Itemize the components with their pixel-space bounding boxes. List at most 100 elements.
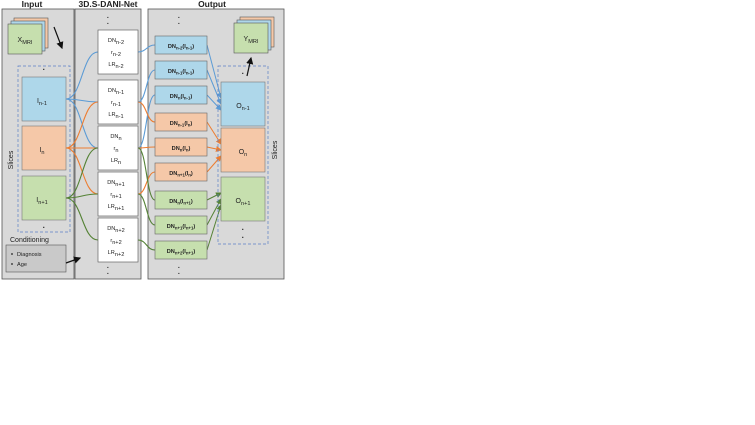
net-to-output-connector [137,44,156,53]
net-block-line: DNn [110,134,121,142]
input-to-net-connector [65,98,99,103]
output-block-label: DNn-1(In-1) [168,69,194,76]
output-to-slice-arrow [206,69,222,105]
output-mri-label: YMRI [244,36,259,45]
input-mri-stack: XMRI [7,17,49,55]
output-mri-arrow [246,56,254,77]
net-block [97,29,139,75]
input-to-net-connector [65,147,99,199]
output-to-slice-arrow [206,146,222,152]
output-block-label: DNn(In-1) [170,94,193,101]
output-slice-box [220,81,266,127]
net-blocks: DNn-2rn-2LRn-2DNn-1rn-1LRn-1DNnrnLRnDNn+… [97,29,139,263]
output-block [154,35,208,55]
output-slice-label: On [239,149,248,158]
output-dots-top: · [178,15,180,22]
net-dots-bottom: · [107,265,109,272]
output-slices-label: Slices [272,140,279,159]
output-block-label: DNn(In) [172,146,191,153]
output-slice-label: On+1 [236,198,251,207]
input-slice-label: In-1 [37,98,47,107]
output-block-label: DNn(In+1) [169,199,193,206]
output-dots-bottom-2: · [178,271,180,278]
conditioning-item-age: Age [17,262,27,268]
architecture-diagram: Input 3D.S-DANI-Net Output XMRI · Slices… [1,0,285,280]
net-block-line: DNn+2 [107,226,125,234]
input-to-net-connector [65,193,99,199]
net-block [97,125,139,171]
net-block-line: rn [114,146,119,154]
output-block-label: DNn-1(In) [170,121,193,128]
net-block [97,79,139,125]
output-slice-box [220,176,266,222]
output-to-slice-arrow [206,121,222,145]
conditioning-box [5,244,67,273]
output-to-slice-arrow [206,155,222,173]
input-slices-label: Slices [8,150,15,169]
net-to-output-connector [137,94,156,149]
output-to-slice-arrow [206,192,222,201]
output-block [154,240,208,260]
net-block-line: rn-1 [111,100,121,108]
input-slice-box [21,125,67,171]
output-to-slice-arrow [206,94,222,111]
output-slices-box [217,65,269,245]
net-block [97,171,139,217]
output-block [154,190,208,210]
output-mri-stack: YMRI [233,16,275,54]
output-block-label: DNn-2(In-1) [168,44,194,51]
conditioning-arrow [65,256,82,264]
output-to-slice-arrow [206,44,223,99]
output-slice-box [220,127,266,173]
input-slice-box [21,175,67,221]
input-slices-dots-top: · [43,65,46,74]
input-to-net-connector [65,51,99,100]
output-slices-dots-bottom-2: · [242,233,245,242]
output-dots-top-2: · [178,21,180,28]
output-to-slice-arrow [206,198,222,226]
net-block-line: LRn+2 [108,250,125,258]
input-slice-box [21,76,67,122]
output-to-slice-arrow [206,204,223,251]
output-header: Output [198,0,226,9]
input-header: Input [22,0,43,9]
output-block [154,137,208,157]
net-block-line: LRn [111,158,121,166]
net-to-output-connector [137,146,156,149]
output-dots-bottom: · [178,265,180,272]
output-block [154,162,208,182]
input-mri-arrow [53,26,64,50]
output-slice-label: On-1 [236,103,250,112]
net-block-line: rn+1 [110,192,121,200]
net-block-line: LRn-2 [108,62,123,70]
output-block [154,112,208,132]
net-block-line: DNn-1 [108,88,124,96]
connectors [65,44,223,251]
conditioning-item-diagnosis: Diagnosis [17,252,42,258]
net-dots-top: · [107,15,109,22]
net-header: 3D.S-DANI-Net [78,0,137,9]
output-block [154,215,208,235]
net-dots-top-2: · [107,21,109,28]
net-block [97,217,139,263]
net-to-output-connector [137,147,156,201]
net-to-output-connector [137,171,156,195]
net-block-line: DNn+1 [107,180,125,188]
net-block-line: LRn+1 [108,204,125,212]
input-mri-label: XMRI [18,37,33,46]
input-to-net-connector [65,101,99,149]
input-slices-dots-bottom: · [43,223,46,232]
output-block [154,60,208,80]
output-block-label: DNn+1(In+1) [167,224,196,231]
output-block-label: DNn+1(In) [169,171,193,178]
net-to-output-connector [137,193,156,226]
net-dots-bottom-2: · [107,271,109,278]
output-blocks: DNn-2(In-1) DNn-1(In-1) DNn(In-1) DNn-1(In)… [154,35,208,260]
output-block-label: DNn+2(In+1) [167,249,196,256]
input-slice-label: In [39,147,44,156]
input-slice-label: In+1 [36,197,47,206]
net-block-line: DNn-2 [108,38,124,46]
output-slices-dots-top: · [242,69,245,78]
